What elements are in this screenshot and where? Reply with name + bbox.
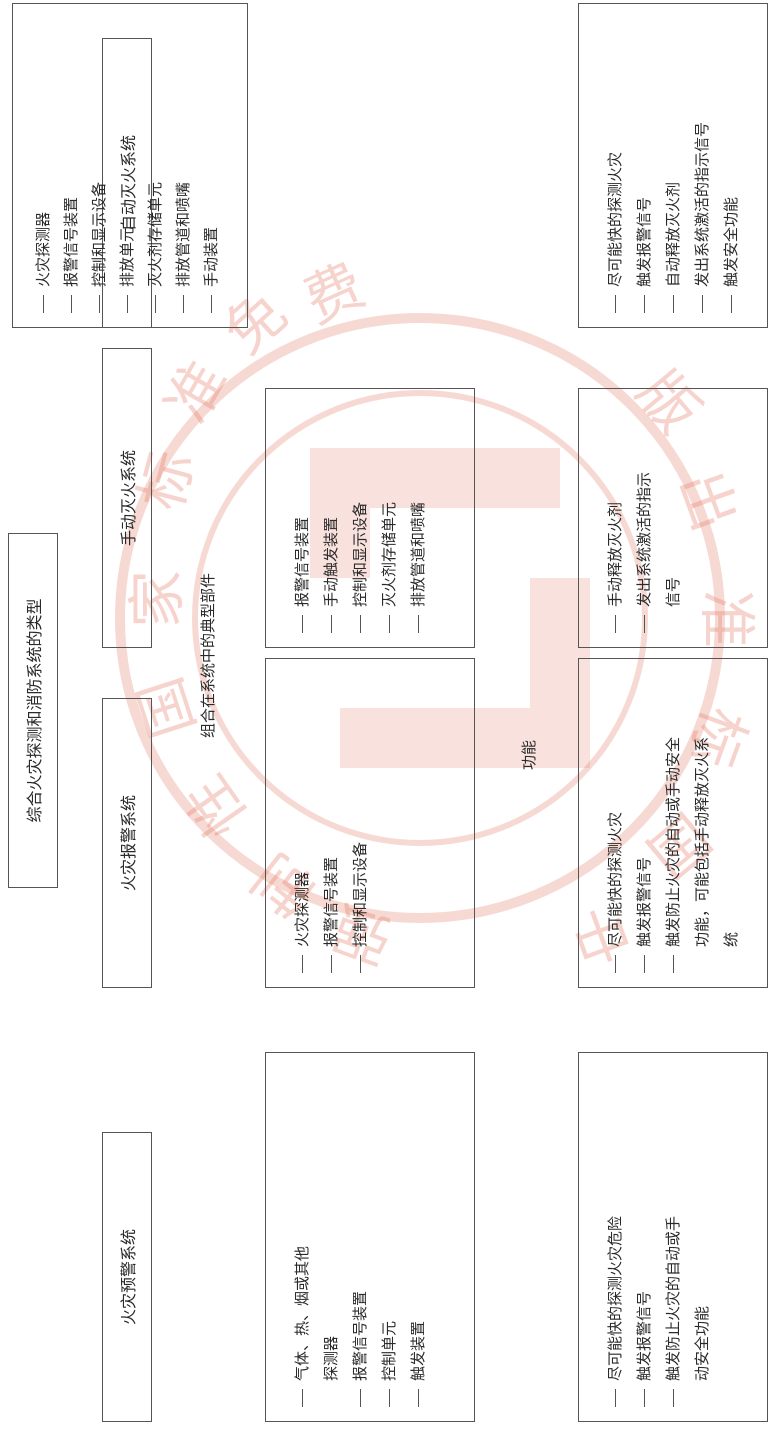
component-item: 控制和显示设备 <box>85 14 113 313</box>
functions-panel: 尽可能快的探测火灾 触发报警信号 触发防止火灾的自动或手动安全功能，可能包括手动… <box>578 658 768 988</box>
components-label: 组合在系统中的典型部件 <box>199 572 217 738</box>
component-item: 手动触发装置 <box>317 399 346 633</box>
function-item: 手动释放灭火剂 <box>601 399 630 633</box>
function-item: 触发安全功能 <box>717 14 746 313</box>
watermark-char: 准 <box>152 349 241 434</box>
function-item: 尽可能快的探测火灾 <box>601 14 630 313</box>
component-item: 排放管道和喷嘴 <box>404 399 433 633</box>
root-title: 综合火灾探测和消防系统的类型 <box>25 598 44 823</box>
function-item: 尽可能快的探测火灾危险 <box>601 1063 630 1407</box>
component-item: 手动装置 <box>197 14 225 313</box>
component-item: 气体、热、烟或其他探测器 <box>288 1063 346 1407</box>
functions-panel: 尽可能快的探测火灾 触发报警信号 自动释放灭火剂 发出系统激活的指示信号 触发安… <box>578 3 768 328</box>
function-item: 触发报警信号 <box>630 1063 659 1407</box>
functions-panel: 手动释放灭火剂 发出系统激活的指示信号 <box>578 388 768 648</box>
function-item: 触发防止火灾的自动或手动安全功能 <box>659 1063 717 1407</box>
component-item: 火灾探测器 <box>29 14 57 313</box>
component-item: 触发装置 <box>404 1063 433 1407</box>
component-item: 控制单元 <box>375 1063 404 1407</box>
function-item: 自动释放灭火剂 <box>659 14 688 313</box>
component-item: 控制和显示设备 <box>346 399 375 633</box>
column-title: 火灾报警系统 <box>119 795 138 892</box>
function-item: 尽可能快的探测火灾 <box>601 669 630 973</box>
component-item: 火灾探测器 <box>288 669 317 973</box>
column-title-box: 火灾报警系统 <box>102 698 152 988</box>
components-panel: 报警信号装置 手动触发装置 控制和显示设备 灭火剂存储单元 排放管道和喷嘴 <box>265 388 475 648</box>
column-title-box: 火灾预警系统 <box>102 1132 152 1422</box>
root-title-box: 综合火灾探测和消防系统的类型 <box>8 533 58 888</box>
component-item: 报警信号装置 <box>346 1063 375 1407</box>
component-item: 灭火剂存储单元 <box>375 399 404 633</box>
function-item: 触发防止火灾的自动或手动安全功能，可能包括手动释放灭火系统 <box>659 669 746 973</box>
function-item: 触发报警信号 <box>630 14 659 313</box>
component-item: 灭火剂存储单元 <box>141 14 169 313</box>
component-item: 报警信号装置 <box>317 669 346 973</box>
component-item: 报警信号装置 <box>57 14 85 313</box>
function-item: 发出系统激活的指示信号 <box>630 399 688 633</box>
functions-panel: 尽可能快的探测火灾危险 触发报警信号 触发防止火灾的自动或手动安全功能 <box>578 1052 768 1422</box>
function-item: 触发报警信号 <box>630 669 659 973</box>
column-title-box: 手动灭火系统 <box>102 348 152 648</box>
components-panel: 气体、热、烟或其他探测器 报警信号装置 控制单元 触发装置 <box>265 1052 475 1422</box>
component-item: 排放管道和喷嘴 <box>169 14 197 313</box>
functions-label: 功能 <box>520 739 538 770</box>
component-item: 排放单元 <box>113 14 141 313</box>
column-title: 手动灭火系统 <box>119 450 138 547</box>
watermark-char: 费 <box>293 250 375 337</box>
watermark-char: 性 <box>171 762 261 850</box>
component-item: 报警信号装置 <box>288 399 317 633</box>
column-title: 火灾预警系统 <box>119 1229 138 1326</box>
component-item: 控制和显示设备 <box>346 669 375 973</box>
function-item: 发出系统激活的指示信号 <box>688 14 717 313</box>
components-panel: 火灾探测器 报警信号装置 控制和显示设备 <box>265 658 475 988</box>
components-panel: 火灾探测器 报警信号装置 控制和显示设备 排放单元 灭火剂存储单元 排放管道和喷… <box>12 3 248 328</box>
